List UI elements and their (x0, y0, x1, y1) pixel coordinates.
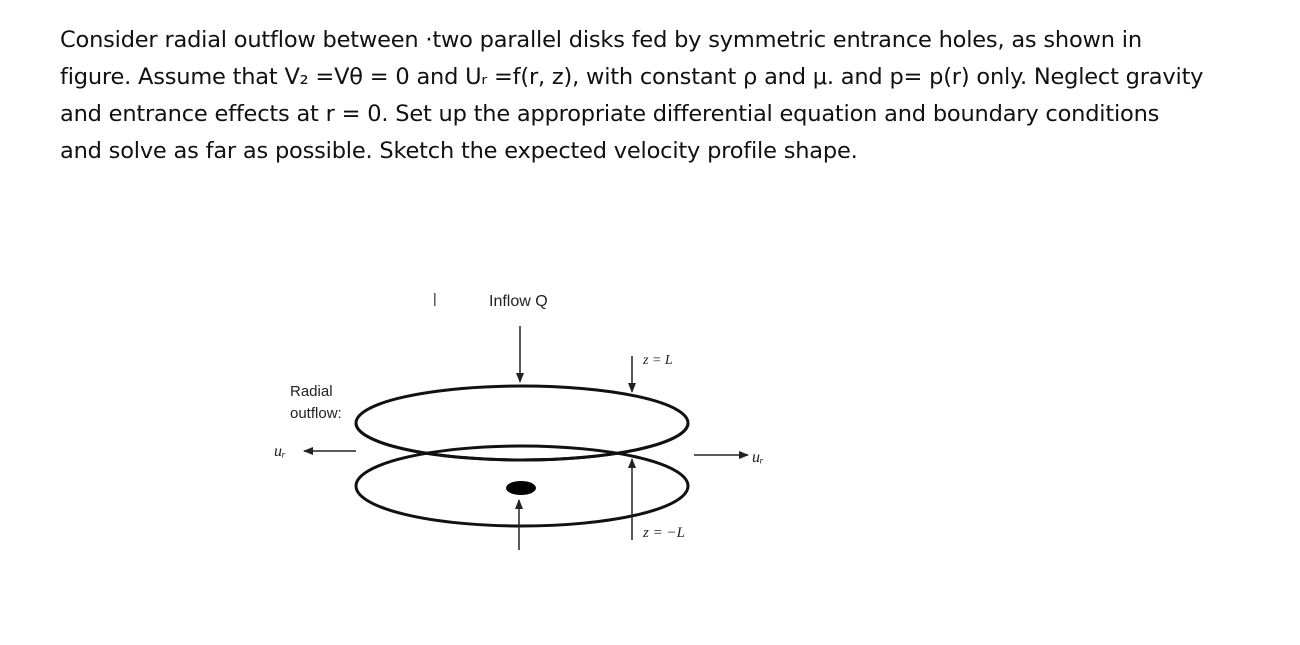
tick-mark: | (433, 290, 437, 306)
bottom-disk (354, 444, 690, 528)
top-disk-front-edge (354, 422, 690, 462)
problem-line-1: Consider radial outflow between ·two par… (60, 27, 1142, 53)
inlet-hole (506, 481, 536, 495)
problem-line-4: and solve as far as possible. Sketch the… (60, 138, 858, 164)
inflow-label: Inflow Q (489, 293, 548, 310)
z-top-label: z = L (642, 353, 673, 368)
problem-line-2: figure. Assume that V₂ =Vθ = 0 and Uᵣ =f… (60, 64, 1204, 90)
ur-right-label: uᵣ (752, 449, 764, 466)
problem-line-3: and entrance effects at r = 0. Set up th… (60, 101, 1160, 127)
radial-label-line-2: outflow: (290, 405, 342, 422)
ur-left-label: uᵣ (274, 443, 286, 460)
radial-label-line-1: Radial (290, 383, 333, 400)
z-bottom-label: z = −L (642, 525, 685, 541)
problem-statement: Consider radial outflow between ·two par… (60, 22, 1250, 170)
